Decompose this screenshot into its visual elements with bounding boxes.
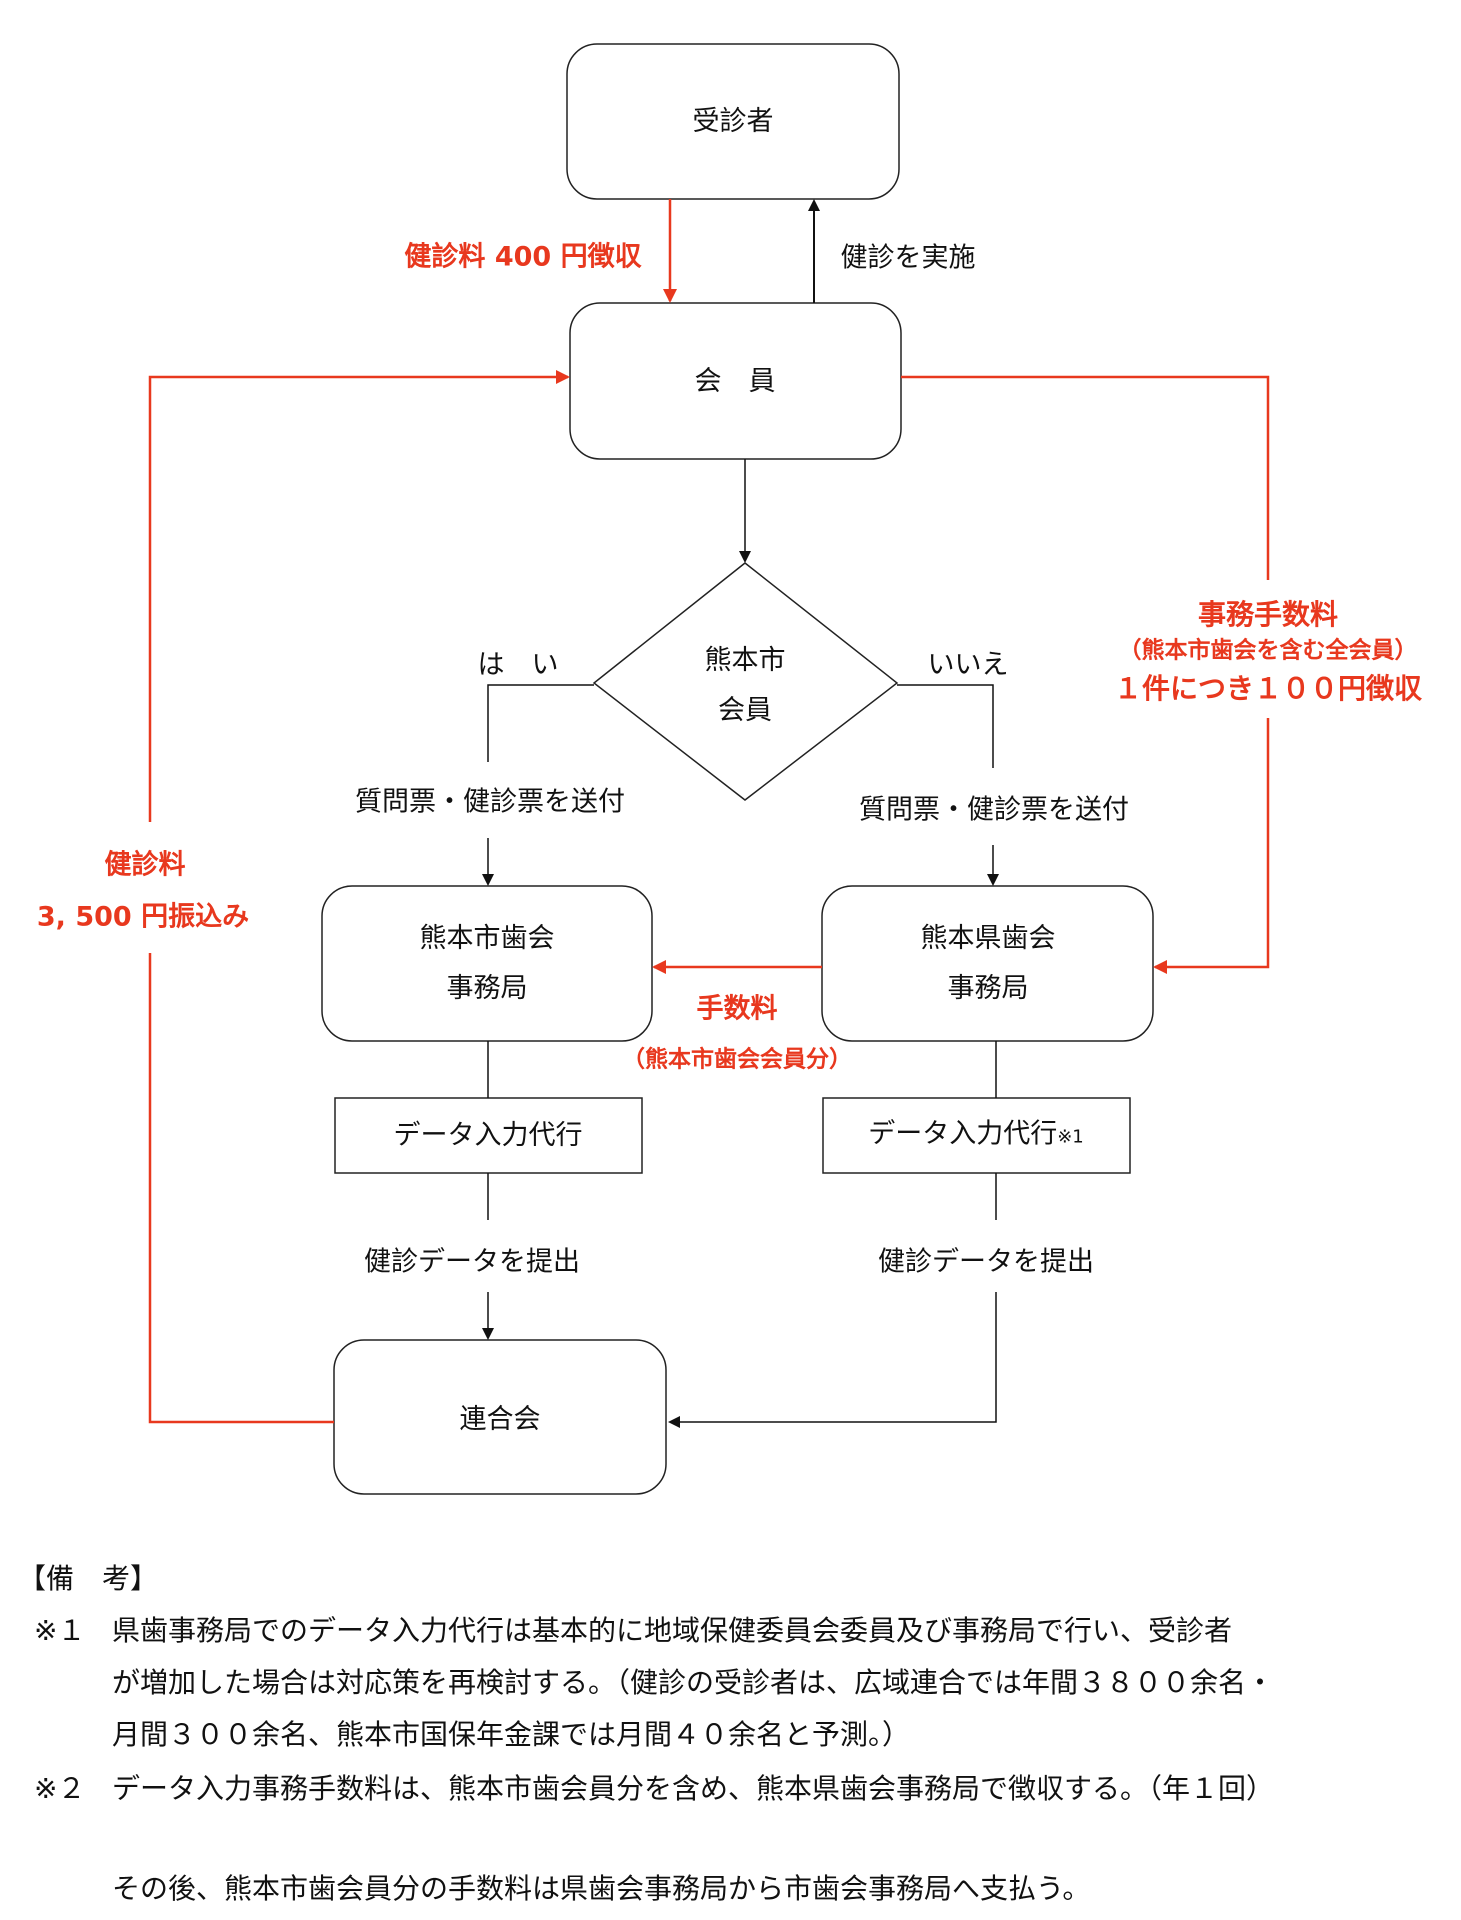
label-handling-fee-2: （熊本市歯会会員分） xyxy=(622,1046,852,1073)
label-admin-fee-3: １件につき１００円徴収 xyxy=(1113,672,1423,705)
edge-admin-fee-upper xyxy=(901,375,1270,580)
node-federation xyxy=(333,1339,667,1495)
edge-admin-fee-lower xyxy=(1153,718,1270,974)
note-1-line-3: 月間３００余名、熊本市国保年金課では月間４０余名と予測。） xyxy=(112,1718,911,1751)
node-member-label: 会 員 xyxy=(694,366,776,397)
node-member xyxy=(569,302,902,460)
node-pref-data-entry-label: データ入力代行※1 xyxy=(868,1110,1084,1163)
edge-no-branch xyxy=(897,684,994,768)
edge-yes-branch xyxy=(487,684,594,762)
pref-data-entry-text: データ入力代行 xyxy=(868,1118,1058,1150)
node-patient-label: 受診者 xyxy=(692,106,774,137)
note-2-line-1: データ入力事務手数料は、熊本市歯会員分を含め、熊本県歯会事務局で徴収する。（年１… xyxy=(112,1772,1275,1805)
node-pref-data-entry xyxy=(822,1097,1131,1174)
edge-fee-transfer-lower xyxy=(148,953,334,1424)
label-fee-transfer-1: 健診料 xyxy=(104,849,186,881)
decision-line-2: 会員 xyxy=(718,695,772,726)
label-exam-done: 健診を実施 xyxy=(840,242,976,274)
label-no: いいえ xyxy=(927,649,1009,681)
label-submit-data-left: 健診データを提出 xyxy=(364,1246,580,1278)
note-1-line-2: が増加した場合は対応策を再検討する。（健診の受診者は、広域連合では年間３８００余… xyxy=(112,1666,1275,1699)
decision-line-1: 熊本市 xyxy=(704,645,786,676)
label-admin-fee-1: 事務手数料 xyxy=(1197,598,1339,631)
note-1-mark: ※１ xyxy=(34,1614,86,1647)
label-fee-collect: 健診料 400 円徴収 xyxy=(404,241,642,273)
edge-pref-submit-arrow xyxy=(668,1292,997,1428)
city-office-line-2: 事務局 xyxy=(446,973,528,1004)
node-pref-office-label: 熊本県歯会 事務局 xyxy=(921,914,1056,1014)
label-fee-transfer-2: 3, 500 円振込み xyxy=(36,901,250,933)
flowchart xyxy=(148,43,1270,1495)
label-yes: は い xyxy=(477,649,559,681)
label-send-forms-no: 質問票・健診票を送付 xyxy=(859,794,1129,826)
note-1-line-1: 県歯事務局でのデータ入力代行は基本的に地域保健委員会委員及び事務局で行い、受診者 xyxy=(112,1614,1233,1647)
city-office-line-1: 熊本市歯会 xyxy=(419,923,555,954)
node-patient xyxy=(566,43,900,200)
note-2-mark: ※２ xyxy=(34,1772,86,1805)
label-handling-fee-1: 手数料 xyxy=(696,993,778,1025)
node-decision-label: 熊本市 会員 xyxy=(705,636,786,736)
label-send-forms-yes: 質問票・健診票を送付 xyxy=(355,786,625,818)
node-decision xyxy=(592,562,899,801)
node-federation-label: 連合会 xyxy=(459,1404,541,1435)
notes-footer: その後、熊本市歯会員分の手数料は県歯会事務局から市歯会事務局へ支払う。 xyxy=(112,1872,1091,1905)
node-city-office-label: 熊本市歯会 事務局 xyxy=(420,914,555,1014)
pref-data-entry-note: ※1 xyxy=(1057,1126,1084,1148)
label-submit-data-right: 健診データを提出 xyxy=(878,1246,1094,1278)
pref-office-line-1: 熊本県歯会 xyxy=(920,923,1056,954)
notes-heading: 【備 考】 xyxy=(18,1562,159,1595)
edge-fee-transfer-upper xyxy=(148,370,570,822)
node-city-data-entry-label: データ入力代行 xyxy=(393,1120,583,1151)
label-admin-fee-2: （熊本市歯会を含む全会員） xyxy=(1118,637,1418,664)
node-city-data-entry xyxy=(334,1097,643,1174)
pref-office-line-2: 事務局 xyxy=(947,973,1029,1004)
